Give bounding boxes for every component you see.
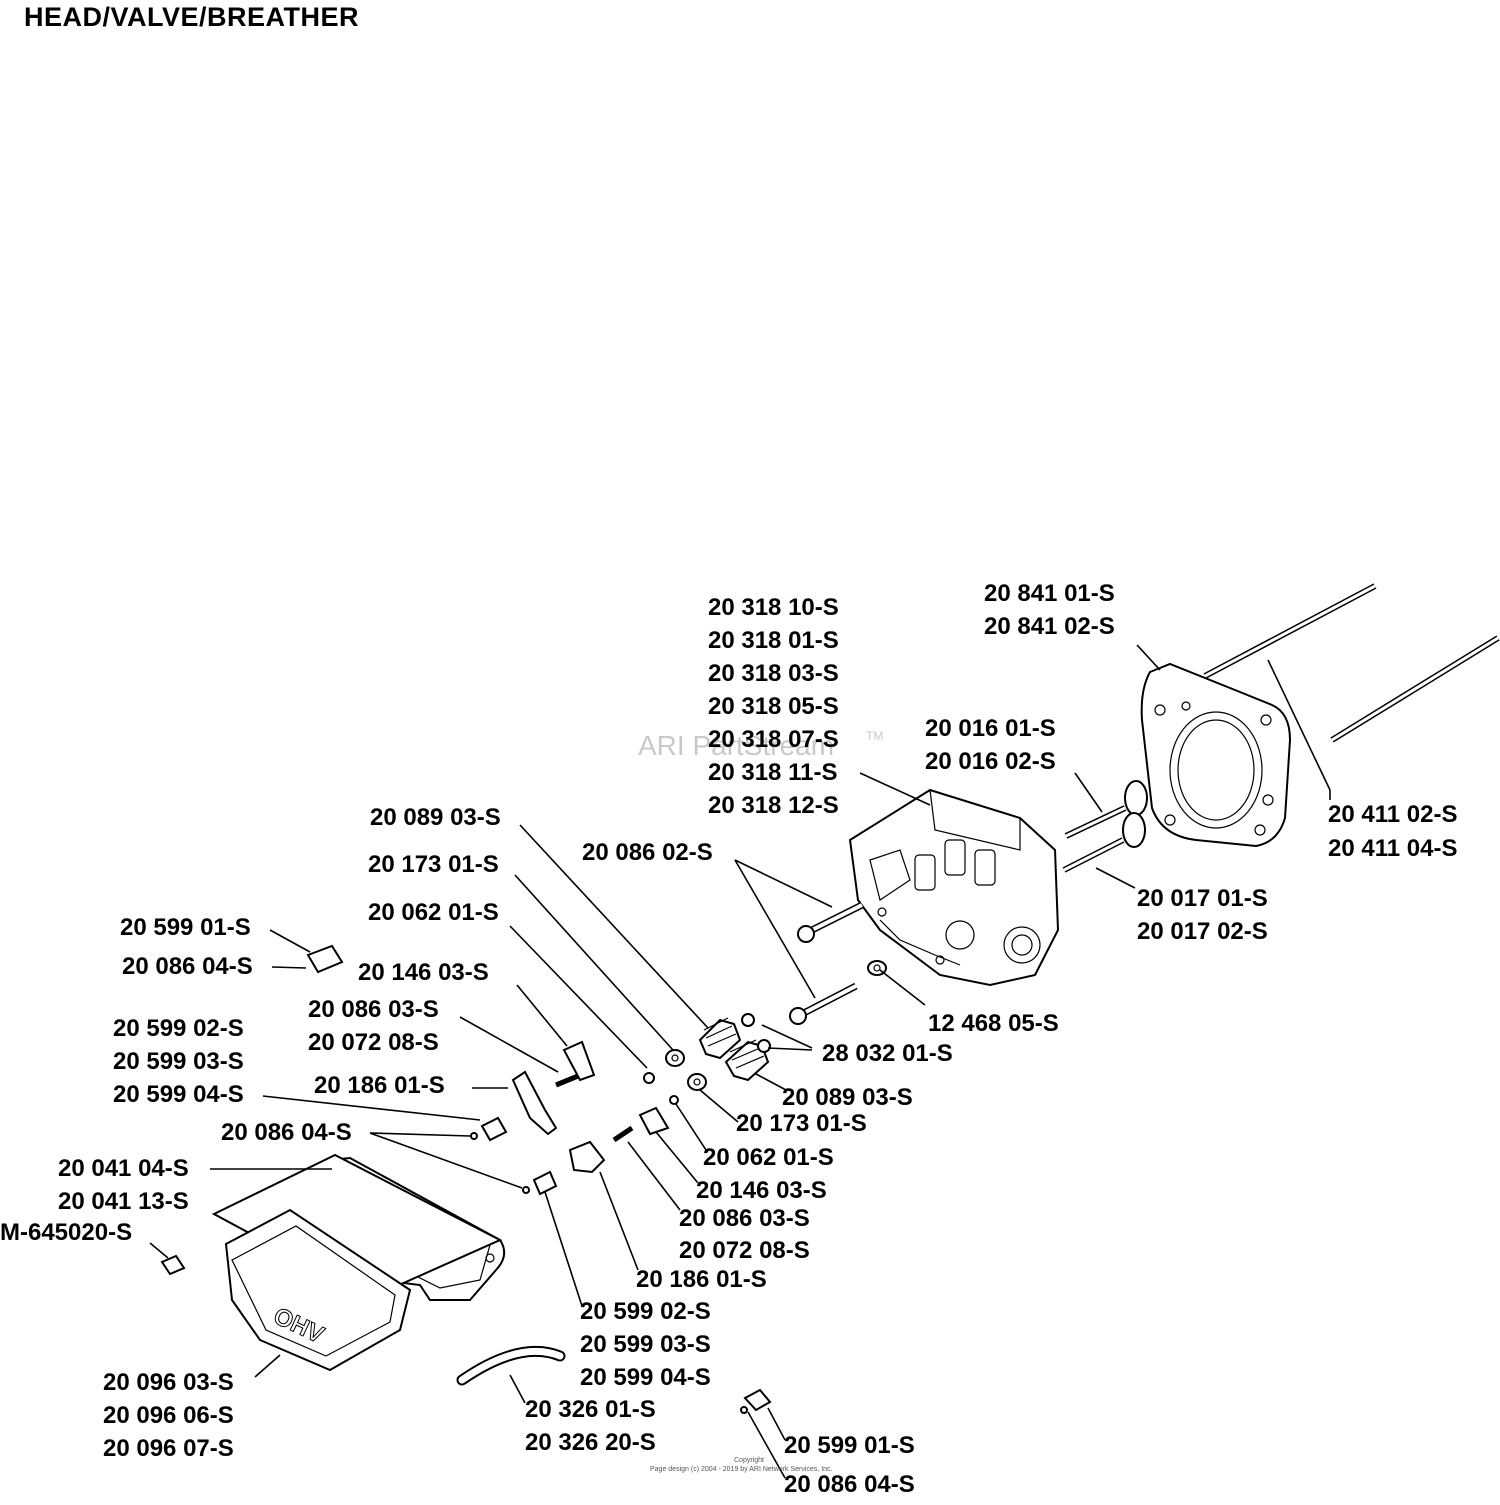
part-label: 20 089 03-S [782, 1084, 913, 1111]
part-label: 20 089 03-S [370, 804, 501, 831]
part-label: 20 173 01-S [368, 851, 499, 878]
watermark-tm: TM [866, 729, 883, 743]
part-label: 20 411 02-S [1328, 801, 1457, 828]
part-label: 20 318 07-S [708, 726, 839, 753]
part-label: 20 096 06-S [103, 1402, 234, 1429]
breather-hose [456, 1345, 566, 1386]
rocker-arms [511, 1040, 670, 1174]
part-label: 20 326 01-S [525, 1396, 656, 1423]
part-label: 20 599 02-S [113, 1015, 244, 1042]
part-label: 20 326 20-S [525, 1429, 656, 1456]
rocker-cover: OHV [211, 1153, 503, 1372]
breather-screw [160, 1254, 186, 1276]
part-label: 20 016 01-S [925, 715, 1056, 742]
part-label: 20 086 04-S [784, 1471, 915, 1498]
part-label: 20 017 02-S [1137, 918, 1268, 945]
part-label: 20 086 03-S [679, 1205, 810, 1232]
part-label: 20 318 03-S [708, 660, 839, 687]
part-label: 20 411 04-S [1328, 835, 1457, 862]
part-label: 20 841 02-S [984, 613, 1115, 640]
part-label: 20 599 02-S [580, 1298, 711, 1325]
part-label: 20 186 01-S [314, 1072, 445, 1099]
part-label: 20 599 01-S [120, 914, 251, 941]
part-label: 12 468 05-S [928, 1010, 1059, 1037]
part-label: 20 062 01-S [368, 899, 499, 926]
head-gasket [1140, 662, 1292, 848]
part-label: 20 599 04-S [113, 1081, 244, 1108]
part-labels: 20 318 10-S 20 318 01-S 20 318 03-S 20 3… [0, 580, 1457, 1498]
adjuster-nuts [306, 944, 772, 1414]
part-label: 20 086 02-S [582, 839, 713, 866]
part-label: 20 062 01-S [703, 1144, 834, 1171]
part-label: 20 599 04-S [580, 1364, 711, 1391]
part-label: 20 318 12-S [708, 792, 839, 819]
part-label: 20 072 08-S [308, 1029, 439, 1056]
valve-springs [698, 1013, 771, 1082]
part-label: M-645020-S [0, 1219, 132, 1246]
part-label: 20 086 04-S [221, 1119, 352, 1146]
part-label: 20 186 01-S [636, 1266, 767, 1293]
part-label: 20 086 04-S [122, 953, 253, 980]
part-label: 20 318 05-S [708, 693, 839, 720]
leader-lines [149, 644, 1331, 1479]
part-label: 20 599 03-S [580, 1331, 711, 1358]
part-label: 28 032 01-S [822, 1040, 953, 1067]
part-label: 20 016 02-S [925, 748, 1056, 775]
watermark: ARI PartStream [638, 730, 834, 761]
part-label: 20 599 03-S [113, 1048, 244, 1075]
part-label: 20 318 01-S [708, 627, 839, 654]
spring-retainers [643, 1049, 707, 1105]
part-label: 20 146 03-S [358, 959, 489, 986]
head-bolts [789, 901, 887, 1025]
part-label: 20 041 13-S [58, 1188, 189, 1215]
part-label: 20 318 11-S [708, 759, 837, 786]
part-label: 20 096 07-S [103, 1435, 234, 1462]
part-label: 20 086 03-S [308, 996, 439, 1023]
part-label: 20 841 01-S [984, 580, 1115, 607]
part-label: 20 599 01-S [784, 1432, 915, 1459]
part-label: 20 318 10-S [708, 594, 839, 621]
part-label: 20 072 08-S [679, 1237, 810, 1264]
copyright-line: Page design (c) 2004 - 2019 by ARI Netwo… [650, 1466, 833, 1473]
copyright-line: Copyright [734, 1457, 764, 1464]
part-label: 20 173 01-S [736, 1110, 867, 1137]
part-label: 20 041 04-S [58, 1155, 189, 1182]
page-title: HEAD/VALVE/BREATHER [24, 2, 360, 32]
part-label: 20 017 01-S [1137, 885, 1268, 912]
part-label: 20 146 03-S [696, 1177, 827, 1204]
part-label: 20 096 03-S [103, 1369, 234, 1396]
cylinder-head [848, 788, 1060, 987]
push-rods [1203, 583, 1500, 743]
valves [1062, 780, 1148, 873]
